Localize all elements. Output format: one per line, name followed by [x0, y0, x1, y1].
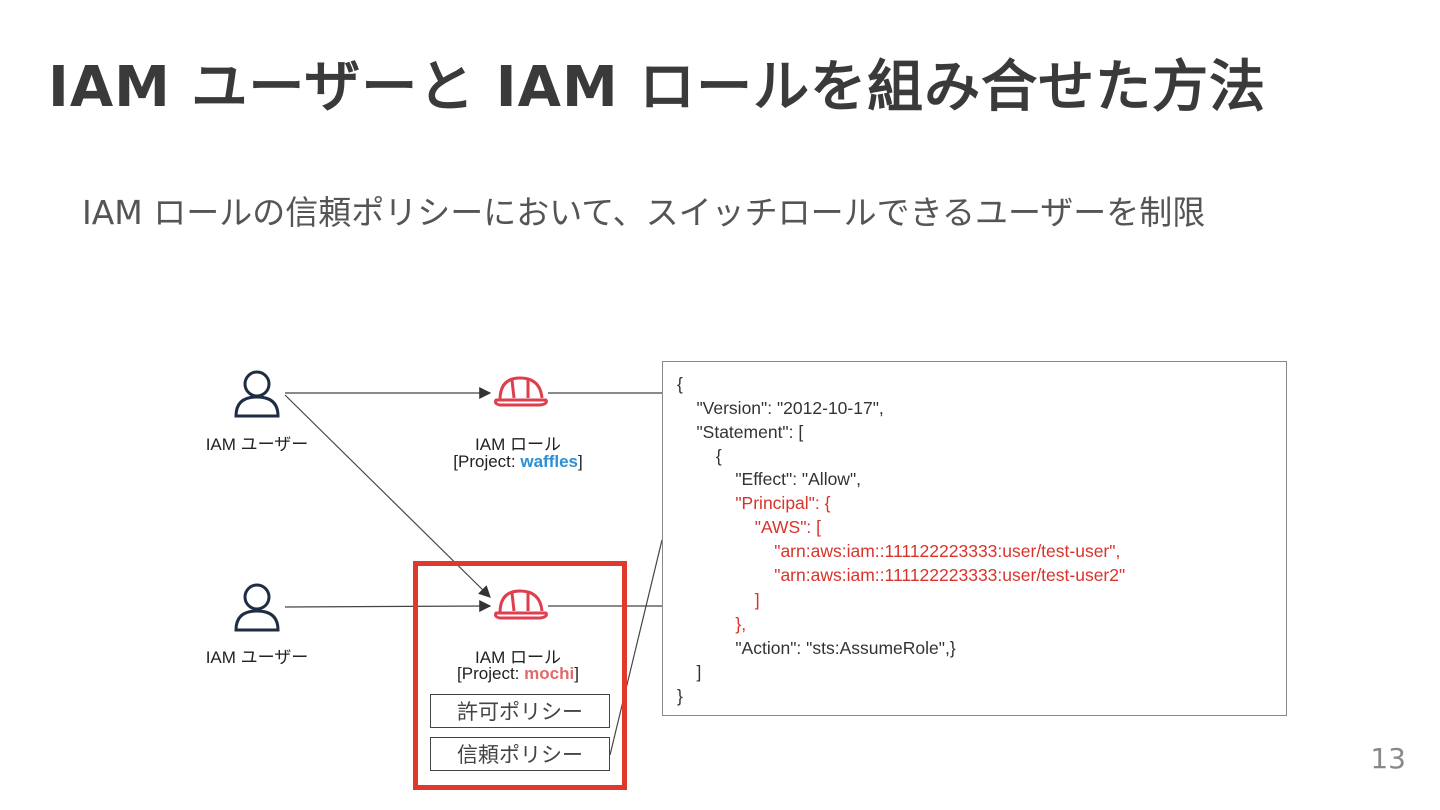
json-line-aws-close: ] — [677, 590, 760, 610]
trust-policy-json-panel: { "Version": "2012-10-17", "Statement": … — [662, 361, 1287, 716]
role-top-project: [Project: waffles] — [440, 452, 596, 472]
mochi-role-highlight — [413, 561, 627, 790]
json-line: "Statement": [ — [677, 422, 804, 442]
role-top-project-name: waffles — [520, 452, 578, 471]
role-bottom-project-prefix: [Project: — [457, 664, 525, 683]
json-line-arn: "arn:aws:iam::111122223333:user/test-use… — [677, 565, 1126, 585]
json-line: ] — [677, 662, 702, 682]
json-line: "Version": "2012-10-17", — [677, 398, 884, 418]
role-top-label: IAM ロール — [475, 435, 561, 454]
role-bottom-project-name: mochi — [524, 664, 575, 683]
trust-policy-box: 信頼ポリシー — [430, 737, 610, 771]
json-line-arn: "arn:aws:iam::111122223333:user/test-use… — [677, 541, 1121, 561]
json-line: { — [677, 446, 722, 466]
arrow-user-bottom-to-role-bottom — [284, 600, 492, 613]
permission-policy-box: 許可ポリシー — [430, 694, 610, 728]
role-bottom-project: [Project: mochi] — [440, 664, 596, 684]
json-line: { — [677, 374, 683, 394]
user-icon-top — [234, 370, 280, 418]
json-line-aws: "AWS": [ — [677, 517, 822, 537]
role-bottom-label: IAM ロール — [475, 648, 561, 667]
line-trust-policy-to-json — [609, 539, 663, 756]
role-top-project-suffix: ] — [578, 452, 583, 471]
user-icon-bottom — [234, 583, 280, 632]
json-line-principal-close: }, — [677, 614, 747, 634]
json-line-principal: "Principal": { — [677, 493, 831, 513]
role-bottom-project-suffix: ] — [574, 664, 579, 683]
user-bottom-label: IAM ユーザー — [205, 648, 309, 667]
role-helmet-icon-bottom — [494, 589, 548, 620]
role-helmet-icon-top — [494, 376, 548, 407]
slide-subtitle: IAM ロールの信頼ポリシーにおいて、スイッチロールできるユーザーを制限 — [82, 193, 1206, 232]
slide-title: IAM ユーザーと IAM ロールを組み合せた方法 — [48, 55, 1267, 120]
user-top-label: IAM ユーザー — [205, 435, 309, 454]
json-line: } — [677, 686, 683, 706]
json-line: "Action": "sts:AssumeRole",} — [677, 638, 956, 658]
page-number: 13 — [1370, 742, 1406, 775]
json-line: "Effect": "Allow", — [677, 469, 862, 489]
role-top-project-prefix: [Project: — [453, 452, 521, 471]
